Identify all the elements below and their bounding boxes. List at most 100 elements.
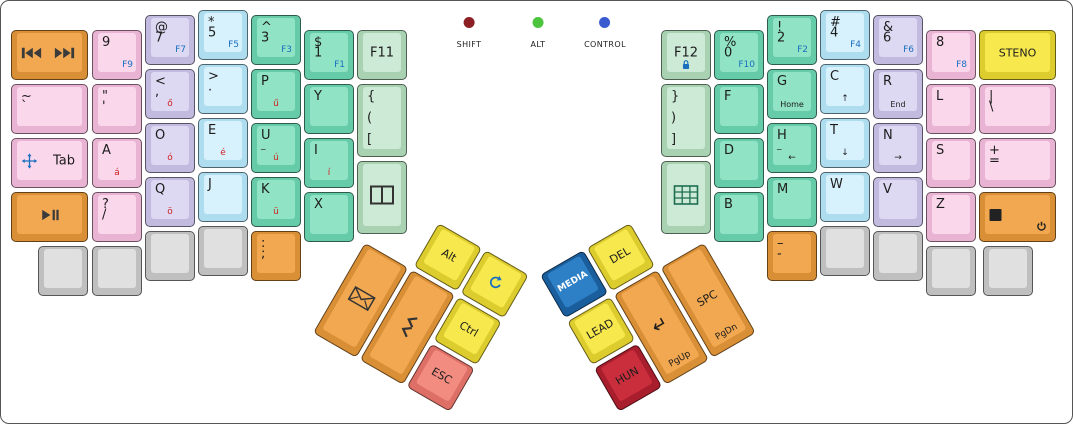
f-key[interactable]: F <box>714 84 764 134</box>
shift-indicator-dot <box>463 17 475 28</box>
steno-key[interactable]: STENO <box>979 30 1056 80</box>
key-legend: ú <box>273 153 279 163</box>
keytop <box>469 255 523 309</box>
j-key[interactable]: J <box>198 172 248 222</box>
dash-key[interactable]: –- <box>767 231 817 281</box>
key-legend: W <box>830 177 843 192</box>
m-key[interactable]: M <box>767 177 817 227</box>
key-legend: ` <box>21 99 28 114</box>
key-legend: ↓ <box>841 148 849 158</box>
key-legend: V <box>883 182 892 197</box>
key-legend: ↑ <box>841 94 849 104</box>
keytop <box>989 249 1027 288</box>
semicolon-key[interactable]: :; <box>251 231 301 281</box>
question-key[interactable]: ?/ <box>92 192 142 242</box>
grid-key[interactable] <box>661 161 711 234</box>
right-brackets-key[interactable]: })] <box>661 84 711 157</box>
blank-key[interactable] <box>820 226 870 276</box>
chevrons-key[interactable] <box>359 269 456 385</box>
blank-key[interactable] <box>873 231 923 281</box>
key-legend: U <box>261 128 271 143</box>
key-legend: F5 <box>228 40 239 50</box>
h-key[interactable]: H_← <box>767 123 817 173</box>
key-legend: % <box>724 35 737 50</box>
redo-key[interactable] <box>460 250 529 319</box>
stop-power-key[interactable] <box>979 192 1056 242</box>
key-legend: ~ <box>21 89 32 104</box>
move-icon <box>21 152 38 169</box>
s-key[interactable]: S <box>926 138 976 188</box>
key-legend: F <box>724 89 732 104</box>
u-key[interactable]: U_ú <box>251 123 301 173</box>
key-legend: 2 <box>777 30 786 45</box>
key-legend: 0 <box>724 45 733 60</box>
key-legend: ↵ <box>647 311 673 339</box>
blank-key[interactable] <box>38 246 88 296</box>
l-key[interactable]: L <box>926 84 976 134</box>
w-key[interactable]: W <box>820 172 870 222</box>
f11-key[interactable]: F11 <box>357 30 407 80</box>
keytop: <,ő <box>151 72 189 111</box>
quote-key[interactable]: "' <box>92 84 142 134</box>
d-key[interactable]: D <box>714 138 764 188</box>
tilde-key[interactable]: ~` <box>11 84 88 134</box>
key-legend: F4 <box>850 40 861 50</box>
b-key[interactable]: B <box>714 192 764 242</box>
pipe-key[interactable]: |\ <box>979 84 1056 134</box>
alt-indicator-dot <box>532 17 544 28</box>
key-legend: J <box>208 177 212 192</box>
split-window-key[interactable] <box>357 161 407 234</box>
c-key[interactable]: C↑ <box>820 64 870 114</box>
keytop <box>17 195 82 234</box>
blank-key[interactable] <box>198 226 248 276</box>
t-key[interactable]: T↓ <box>820 118 870 168</box>
v-key[interactable]: V <box>873 177 923 227</box>
z-key[interactable]: Z <box>926 192 976 242</box>
envelope-key[interactable] <box>313 242 409 358</box>
key-legend: < <box>155 74 166 89</box>
play-pause-key[interactable] <box>11 192 88 242</box>
tab-key[interactable]: Tab <box>11 138 88 188</box>
keytop: U_ú <box>257 126 295 165</box>
key-legend: K <box>261 182 270 197</box>
plus-key[interactable]: += <box>979 138 1056 188</box>
f12-key[interactable]: F12 <box>661 30 711 80</box>
key-legend: ! <box>777 20 783 35</box>
x-key[interactable]: X <box>304 192 354 242</box>
comma-key[interactable]: <,ő <box>145 69 195 119</box>
n-key[interactable]: N→ <box>873 123 923 173</box>
blank-key[interactable] <box>92 246 142 296</box>
blank-key[interactable] <box>145 231 195 281</box>
media-prev-next-key[interactable] <box>11 30 88 80</box>
blank-key[interactable] <box>983 246 1033 296</box>
split-window-icon <box>370 185 394 205</box>
y-key[interactable]: Y <box>304 84 354 134</box>
keytop: F12 <box>667 33 705 72</box>
blank-key[interactable] <box>926 246 976 296</box>
left-brackets-key[interactable]: {([ <box>357 84 407 157</box>
key-legend: ő <box>167 99 173 109</box>
period-key[interactable]: >. <box>198 64 248 114</box>
